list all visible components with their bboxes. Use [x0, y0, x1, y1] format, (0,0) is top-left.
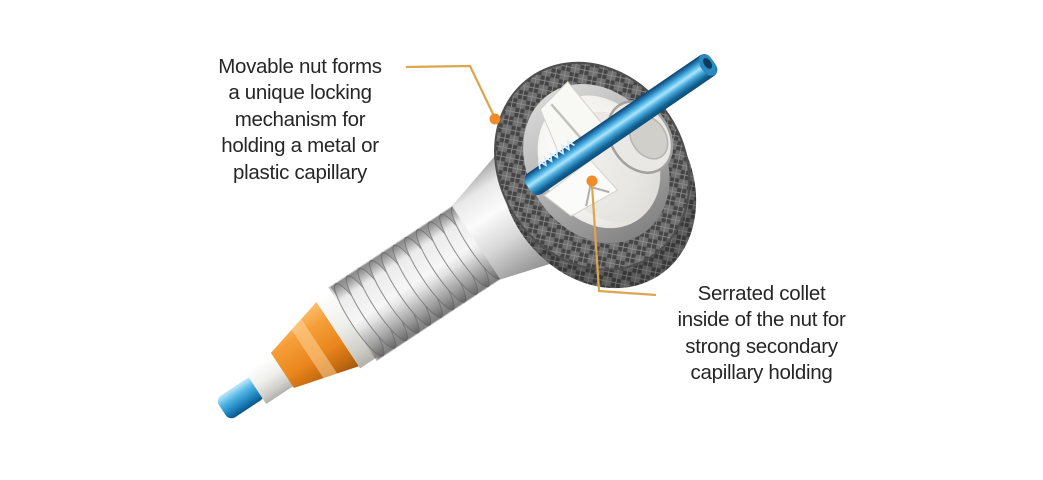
collet-notch: [585, 185, 610, 207]
collet-slot: [550, 103, 582, 139]
capillary-serrations: [537, 139, 576, 170]
capillary-tube: [524, 54, 718, 196]
annotation-line: plastic capillary: [233, 160, 367, 184]
leader-line-serrated-collet: [590, 184, 657, 297]
thread-shading: [328, 202, 506, 361]
ferrule-highlight: [291, 318, 338, 379]
annotation-movable-nut: Movable nut forms a unique locking mecha…: [194, 54, 406, 186]
tip-sleeve: [245, 353, 295, 404]
marker-dot-serrated-collet: [586, 175, 598, 187]
ferrule-ring: [314, 287, 379, 369]
capillary-shaft: [524, 54, 718, 196]
fitting-body: [217, 54, 718, 419]
annotation-line: a unique locking: [228, 81, 372, 105]
annotation-line: holding a metal or: [221, 134, 379, 158]
collet-segment-lower: [543, 159, 619, 217]
annotation-line: mechanism for: [234, 107, 366, 131]
annotation-serrated-collet: Serrated collet inside of the nut for st…: [654, 281, 869, 387]
annotation-line: capillary holding: [690, 361, 833, 385]
annotation-line: strong secondary: [685, 334, 838, 358]
annotation-line: Serrated collet: [697, 282, 826, 305]
capillary-tip: [217, 377, 264, 419]
leader-line-movable-nut: [405, 64, 495, 117]
annotation-line: Movable nut forms: [218, 55, 382, 78]
annotation-line: inside of the nut for: [677, 308, 846, 332]
capillary-end-bore: [703, 58, 713, 69]
marker-dot-movable-nut: [489, 113, 501, 125]
